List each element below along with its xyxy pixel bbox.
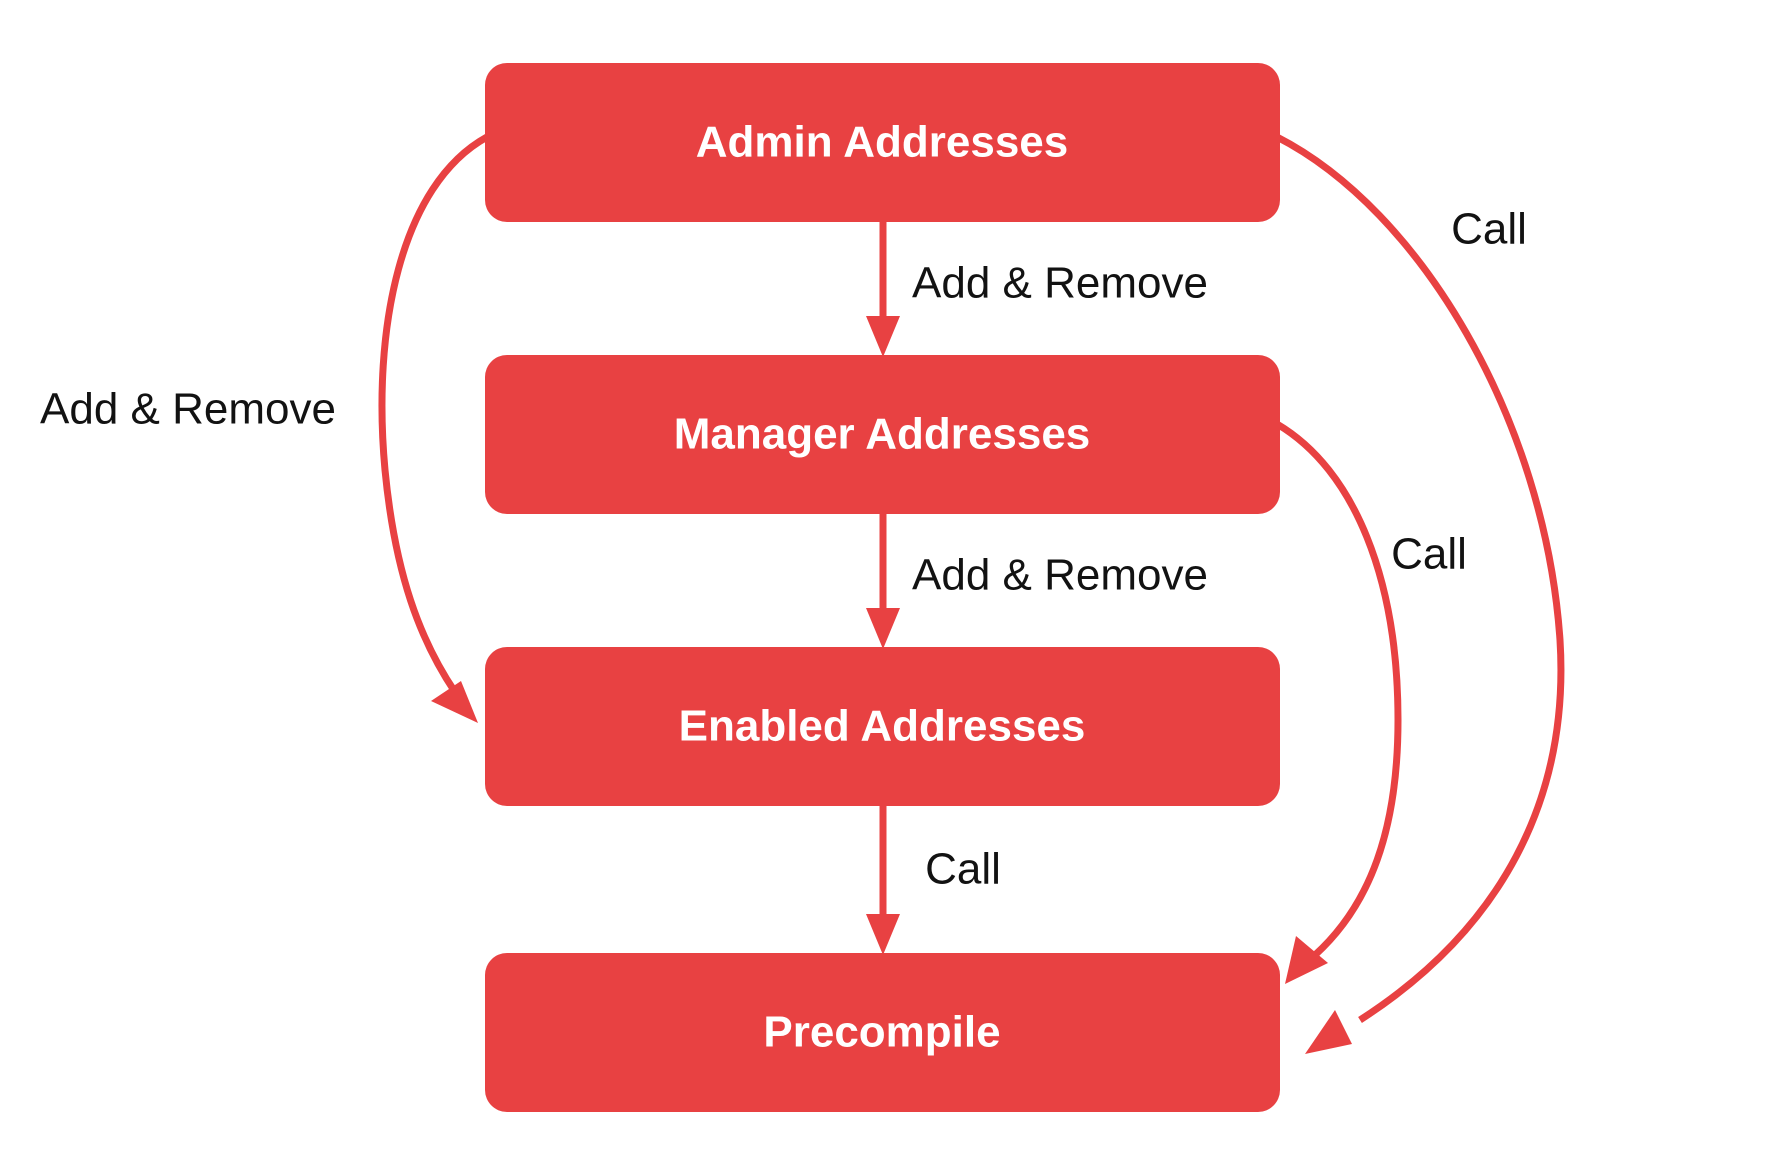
node-admin-addresses[interactable]: Admin Addresses — [485, 63, 1280, 222]
node-precompile-label: Precompile — [763, 1008, 1000, 1057]
edge-label-enabled-precompile: Call — [925, 845, 1001, 894]
edge-manager-to-enabled-arrowhead — [866, 608, 900, 649]
edge-admin-to-precompile-line — [1275, 133, 1565, 1023]
edge-label-admin-precompile: Call — [1451, 205, 1527, 254]
edge-admin-to-precompile — [1275, 133, 1565, 1054]
node-enabled-addresses-box[interactable] — [485, 647, 1280, 806]
node-manager-addresses-box[interactable] — [485, 355, 1280, 514]
edge-manager-to-precompile-line — [1275, 420, 1402, 958]
edge-manager-to-enabled — [866, 514, 900, 649]
node-precompile-box[interactable] — [485, 953, 1280, 1112]
edge-admin-to-enabled-arrowhead — [431, 681, 478, 723]
edge-label-manager-precompile: Call — [1391, 530, 1467, 579]
node-admin-addresses-label: Admin Addresses — [696, 118, 1068, 167]
node-manager-addresses-label: Manager Addresses — [674, 410, 1091, 459]
edge-manager-to-precompile — [1275, 420, 1402, 984]
edge-admin-to-enabled — [378, 133, 489, 723]
edge-label-admin-manager: Add & Remove — [912, 259, 1208, 308]
edge-enabled-to-precompile — [866, 806, 900, 955]
edge-admin-to-manager — [866, 222, 900, 357]
node-manager-addresses[interactable]: Manager Addresses — [485, 355, 1280, 514]
edge-manager-to-precompile-arrowhead — [1285, 936, 1328, 984]
edge-admin-to-manager-arrowhead — [866, 316, 900, 357]
node-enabled-addresses-label: Enabled Addresses — [679, 702, 1086, 751]
edge-label-manager-enabled: Add & Remove — [912, 551, 1208, 600]
node-precompile[interactable]: Precompile — [485, 953, 1280, 1112]
node-enabled-addresses[interactable]: Enabled Addresses — [485, 647, 1280, 806]
node-admin-addresses-box[interactable] — [485, 63, 1280, 222]
edge-label-admin-enabled: Add & Remove — [40, 385, 336, 434]
edge-admin-to-enabled-line — [378, 133, 489, 694]
edge-admin-to-precompile-arrowhead — [1305, 1010, 1352, 1054]
edge-enabled-to-precompile-arrowhead — [866, 914, 900, 955]
